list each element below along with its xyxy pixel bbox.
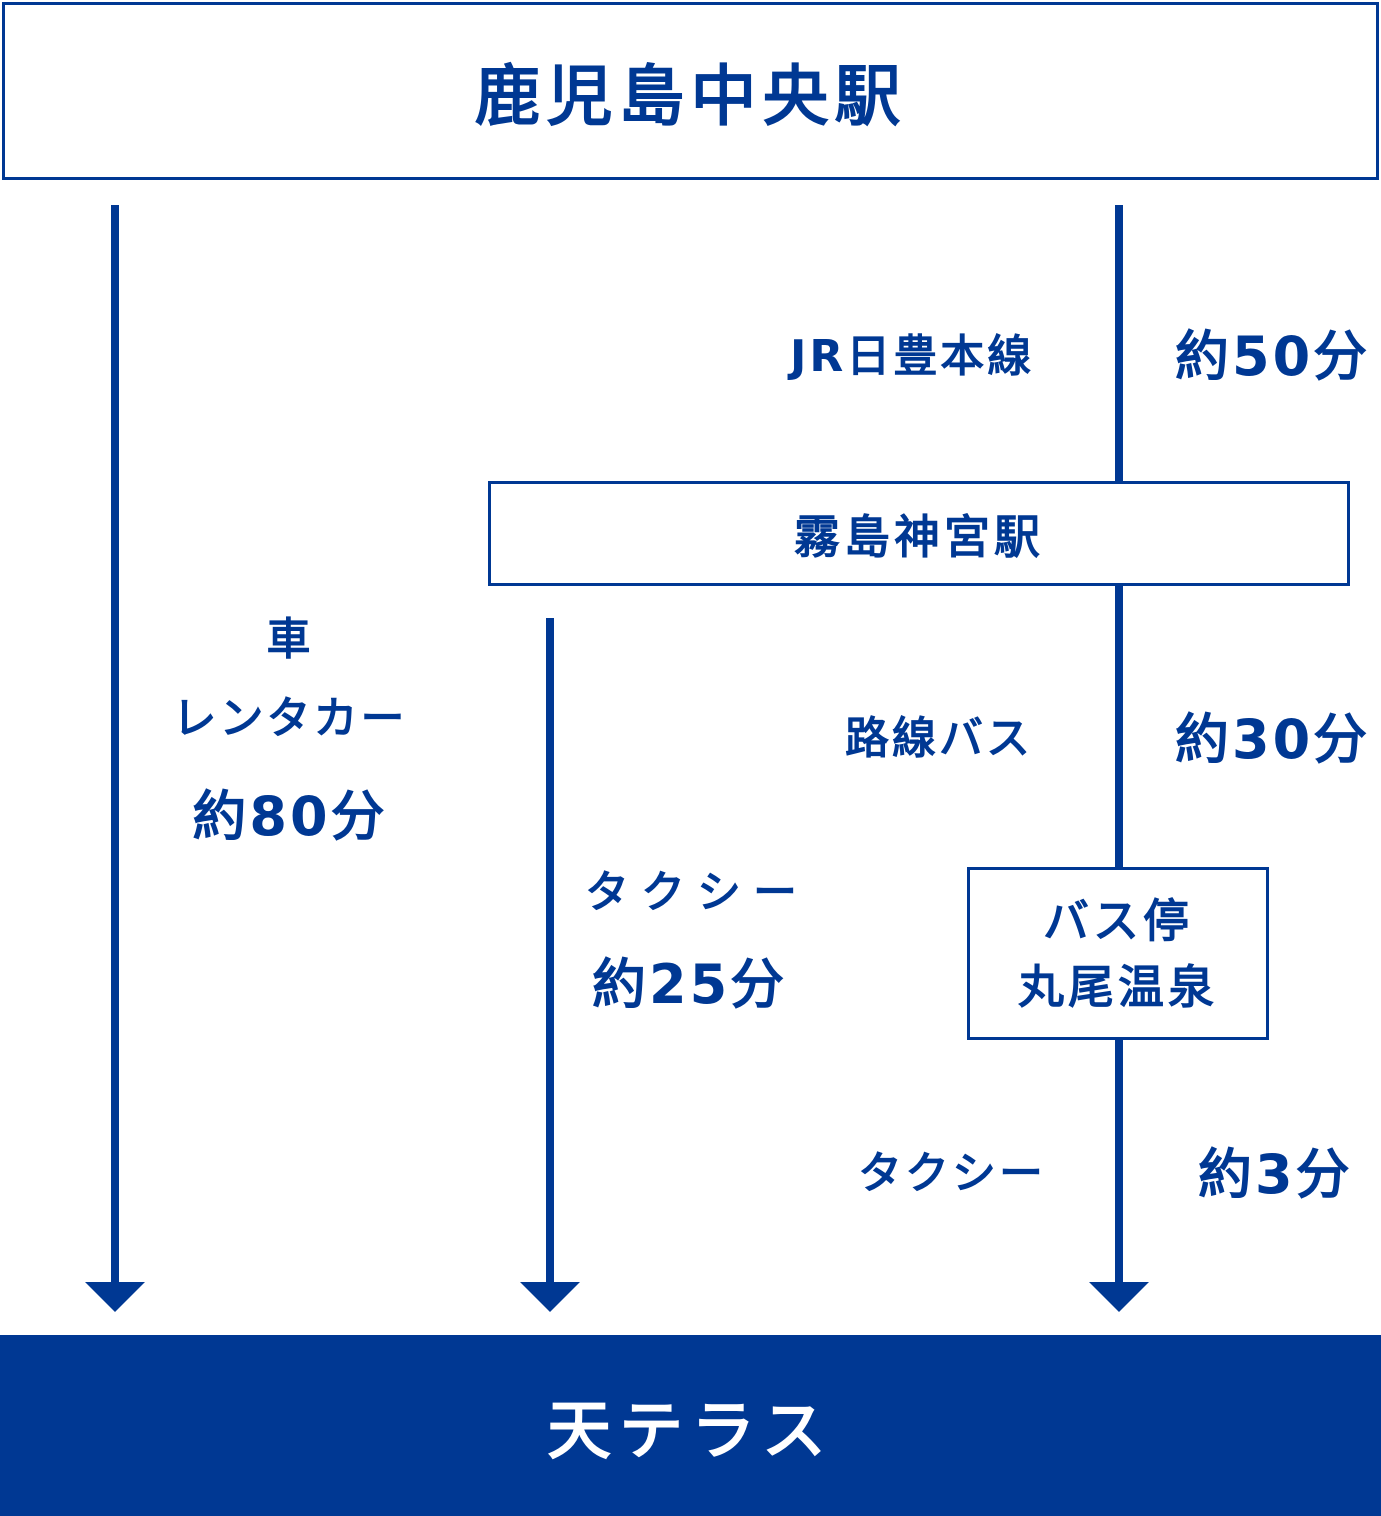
car-mode-label: 車 — [266, 614, 314, 665]
bus-stop-label: バス停 — [1043, 893, 1193, 948]
car-arrow-icon — [85, 1282, 145, 1312]
bus-route-line — [1115, 584, 1123, 870]
jr-mode-label: JR日豊本線 — [790, 331, 1035, 382]
bus-stop-box: バス停丸尾温泉 — [967, 867, 1269, 1040]
taxi-mode-label: タクシー — [585, 867, 809, 918]
destination-label: 天テラス — [547, 1394, 834, 1469]
destination-bar: 天テラス — [0, 1335, 1381, 1516]
jr-route-line — [1115, 205, 1123, 485]
car-time-label: 約80分 — [192, 785, 388, 848]
taxi-short-route-line — [1115, 1036, 1123, 1285]
car-route-line — [111, 205, 119, 1285]
kirishima-jingu-label: 霧島神宮駅 — [794, 509, 1044, 564]
taxi-short-time-label: 約3分 — [1198, 1143, 1353, 1206]
bus-mode-label: 路線バス — [845, 713, 1033, 764]
taxi-arrow-icon — [520, 1282, 580, 1312]
car-sub-label: レンタカー — [172, 693, 408, 744]
jr-time-label: 約50分 — [1175, 325, 1371, 388]
origin-label: 鹿児島中央駅 — [474, 58, 907, 135]
origin-box: 鹿児島中央駅 — [2, 2, 1379, 180]
bus-time-label: 約30分 — [1175, 708, 1371, 771]
right-arrow-icon — [1089, 1282, 1149, 1312]
taxi-route-line — [546, 618, 554, 1285]
taxi-time-label: 約25分 — [592, 953, 788, 1016]
maruo-onsen-label: 丸尾温泉 — [1018, 959, 1218, 1014]
kirishima-jingu-station-box: 霧島神宮駅 — [488, 481, 1350, 586]
taxi-short-mode-label: タクシー — [858, 1148, 1046, 1199]
